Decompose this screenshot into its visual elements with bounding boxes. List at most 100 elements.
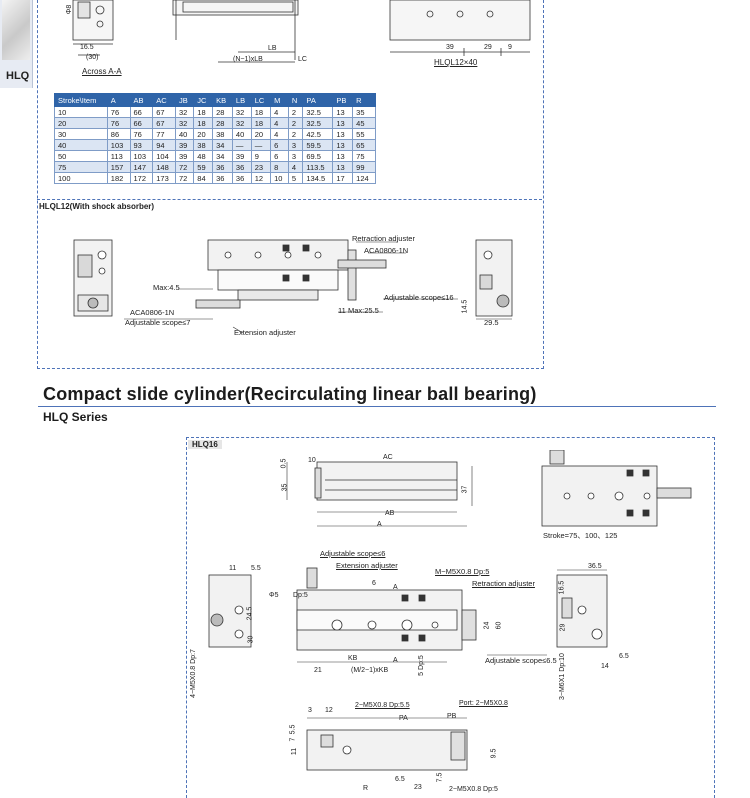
header-cell: LC (250, 93, 272, 107)
table-cell: 32 (174, 117, 195, 129)
table-cell: 75 (352, 150, 376, 162)
table-cell: 172 (129, 172, 154, 184)
label-bottom-7: 7 (289, 737, 297, 742)
table-cell: 182 (106, 172, 131, 184)
title-rule (38, 406, 716, 407)
table-cell: 18 (250, 117, 272, 129)
table-cell: 50 (54, 150, 108, 162)
table-cell: 113 (106, 150, 131, 162)
table-cell: 36 (231, 172, 252, 184)
hlql12-frame (37, 0, 544, 369)
table-cell: 69.5 (302, 150, 334, 162)
table-cell: 103 (129, 150, 154, 162)
table-cell: 76 (129, 128, 154, 140)
label-bottom-pa: PA (399, 715, 408, 722)
table-cell: 2 (287, 106, 304, 118)
header-cell: R (352, 93, 376, 107)
dim-16-5: 16.5 (80, 44, 94, 51)
table-cell: 72 (174, 161, 195, 173)
label-max255: Max:25.5 (348, 306, 379, 315)
label-adj6-5: Adjustable scope≤6.5 (485, 656, 557, 665)
table-cell: 13 (332, 106, 354, 118)
table-cell: 100 (54, 172, 108, 184)
table-cell: 30 (54, 128, 108, 140)
section-caption: Across A-A (82, 67, 122, 76)
dim-ab: AB (385, 510, 395, 517)
table-cell: 40 (174, 128, 195, 140)
table-cell: 12 (250, 172, 272, 184)
table-cell: 10 (270, 172, 289, 184)
dim-30: (30) (86, 54, 99, 61)
table-cell: 13 (332, 139, 354, 151)
label-21: 21 (314, 667, 322, 674)
table-cell: 99 (352, 161, 376, 173)
table-cell: 67 (152, 106, 176, 118)
dim-37: 37 (461, 485, 469, 494)
table-cell: — (250, 139, 272, 151)
label-bottom-pb: PB (447, 713, 457, 720)
table-cell: 77 (152, 128, 176, 140)
label-14-5: 14.5 (461, 299, 469, 314)
label-right-thread: 3−M6X1 Dp:10 (559, 653, 566, 700)
table-cell: 6 (270, 139, 289, 151)
spec-table: Stroke\Item A AB AC JB JC KB LB LC M N P… (54, 93, 376, 184)
table-cell: 38 (193, 139, 214, 151)
table-cell: 5 (287, 172, 304, 184)
stroke-note: Stroke=75、100、125 (543, 531, 618, 540)
label-bottom-7-5: 7.5 (436, 772, 444, 783)
table-cell: 45 (352, 117, 376, 129)
table-cell: 40 (231, 128, 252, 140)
hlq16-drawings (208, 450, 692, 771)
table-cell: 59 (193, 161, 214, 173)
table-cell: 86 (106, 128, 131, 140)
label-bottom-9-5: 9.5 (490, 748, 498, 759)
label-bottom-r: R (363, 785, 369, 792)
label-a2: A (393, 657, 398, 664)
label-6: 6 (372, 580, 376, 587)
table-cell: 66 (129, 106, 154, 118)
header-cell: PA (302, 93, 334, 107)
table-cell: 13 (332, 117, 354, 129)
table-cell: 34 (212, 139, 233, 151)
label-left-11: 11 (229, 565, 237, 572)
table-cell: 32.5 (302, 106, 334, 118)
page-title: Compact slide cylinder(Recirculating lin… (43, 384, 537, 404)
header-cell: JC (193, 93, 214, 107)
label-bottom-11: 11 (291, 747, 299, 756)
label-bottom-5-5: 5.5 (289, 724, 297, 735)
table-cell: 66 (129, 117, 154, 129)
table-cell: 39 (174, 139, 195, 151)
label-bottom-port: Port: 2−M5X0.8 (459, 700, 508, 707)
label-bottom-12: 12 (325, 707, 333, 714)
table-cell: 4 (287, 161, 304, 173)
table-cell: 40 (54, 139, 108, 151)
header-cell: Stroke\Item (54, 93, 108, 107)
label-right-29: 29 (559, 623, 567, 632)
table-cell: 36 (231, 161, 252, 173)
shock-section-divider (37, 199, 542, 200)
label-11: 11 (338, 306, 346, 315)
table-cell: 34 (212, 150, 233, 162)
table-cell: 32 (231, 106, 252, 118)
label-bottom-6-5: 6.5 (395, 776, 405, 783)
table-cell: 3 (287, 150, 304, 162)
table-cell: 18 (193, 106, 214, 118)
hlq16-tag: HLQ16 (188, 440, 222, 449)
table-cell: 93 (129, 139, 154, 151)
table-cell: 36 (212, 161, 233, 173)
label-kb: KB (348, 655, 358, 662)
table-cell: 103 (106, 139, 131, 151)
label-m2-kb: (M/2−1)xKB (351, 667, 389, 674)
label-right-14: 14 (601, 663, 609, 670)
label-bottom-thread2: 2−M5X0.8 Dp:5 (449, 786, 498, 793)
header-cell: A (106, 93, 131, 107)
dim-0-5: 0.5 (280, 458, 288, 469)
hlql12-top-drawings (72, 0, 531, 63)
table-cell: 76 (106, 117, 131, 129)
table-cell: 3 (287, 139, 304, 151)
spec-table-header: Stroke\Item A AB AC JB JC KB LB LC M N P… (54, 93, 376, 107)
